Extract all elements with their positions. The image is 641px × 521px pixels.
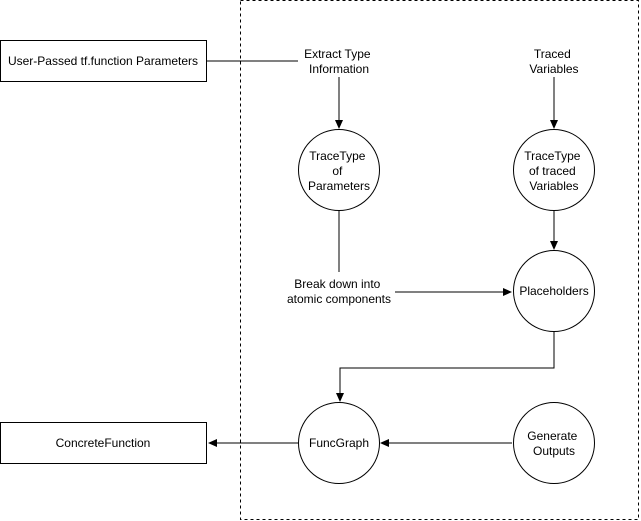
- funcgraph-line-1: FuncGraph: [309, 436, 369, 450]
- traced-variables-line-1: Traced: [534, 47, 571, 61]
- tracetype-traced-node: [513, 129, 595, 211]
- generate-outputs-node: [513, 402, 595, 484]
- concrete-function-label: ConcreteFunction: [56, 436, 151, 450]
- break-down-line-2: atomic components: [287, 292, 391, 306]
- break-down-label: Break down into atomic components: [287, 277, 391, 306]
- break-down-line-1: Break down into: [294, 277, 380, 291]
- extract-type-bg: [298, 44, 380, 77]
- tracetype-params-label: TraceType of Parameters: [308, 149, 370, 193]
- generate-outputs-line-1: Generate: [527, 429, 577, 443]
- funcgraph-node: [298, 402, 380, 484]
- extract-type-line-1: Extract Type: [304, 47, 371, 61]
- placeholders-node: [513, 250, 595, 332]
- tracetype-params-line-1: TraceType: [309, 149, 366, 163]
- tracetype-traced-line-1: TraceType: [524, 149, 581, 163]
- tracetype-params-line-2: of: [332, 164, 343, 178]
- placeholders-line-1: Placeholders: [519, 284, 588, 298]
- user-params-box: [0, 40, 207, 82]
- concrete-function-box: [0, 422, 207, 464]
- generate-outputs-label: Generate Outputs: [527, 429, 580, 458]
- funcgraph-label: FuncGraph: [309, 436, 369, 450]
- tracing-boundary: [240, 0, 639, 520]
- tracetype-params-node: [298, 129, 380, 211]
- tracetype-params-line-3: Parameters: [308, 179, 370, 193]
- traced-variables-label: Traced Variables: [529, 47, 578, 76]
- extract-type-label: Extract Type Information: [304, 47, 374, 76]
- tracetype-traced-line-2: of traced: [529, 164, 576, 178]
- user-params-label: User-Passed tf.function Parameters: [8, 54, 198, 68]
- tracetype-traced-line-3: Variables: [529, 179, 578, 193]
- placeholders-label: Placeholders: [519, 284, 588, 298]
- arrow-placeholders-to-funcgraph: [336, 332, 555, 402]
- tracetype-traced-label: TraceType of traced Variables: [524, 149, 584, 193]
- break-down-bg: [285, 274, 395, 307]
- extract-type-line-2: Information: [309, 62, 369, 76]
- generate-outputs-line-2: Outputs: [533, 444, 575, 458]
- traced-variables-line-2: Variables: [529, 62, 578, 76]
